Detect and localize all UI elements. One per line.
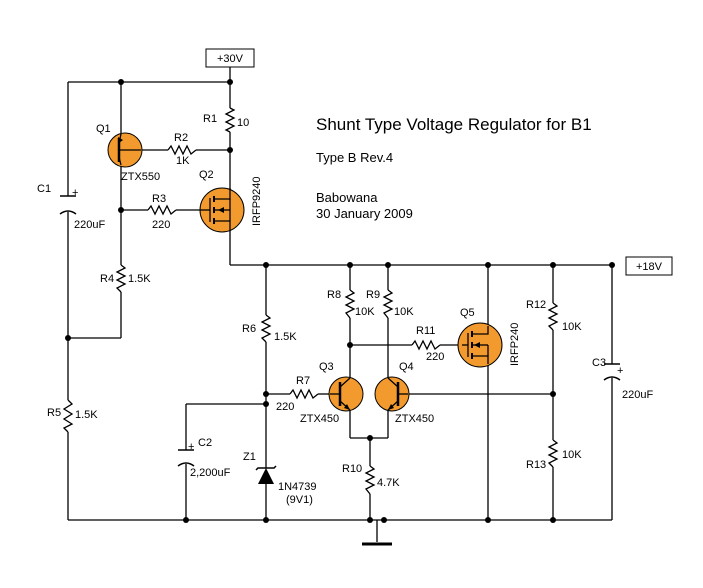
q2-mosfet <box>199 187 245 233</box>
r7-resistor <box>289 388 319 400</box>
r2-ref: R2 <box>174 132 188 144</box>
date-text: 30 January 2009 <box>316 206 413 221</box>
z1-part: 1N4739 <box>278 481 317 493</box>
r1-ref: R1 <box>203 113 217 125</box>
q1-ref: Q1 <box>96 123 111 135</box>
r1-value: 10 <box>237 117 249 129</box>
c1-capacitor: + <box>59 187 78 215</box>
r3-value: 220 <box>152 219 170 231</box>
z1-voltage: (9V1) <box>286 494 313 506</box>
q2-part: IRFP9240 <box>251 176 263 226</box>
r6-ref: R6 <box>242 323 256 335</box>
r8-value: 10K <box>355 306 375 318</box>
r5-value: 1.5K <box>75 409 98 421</box>
q1-transistor <box>107 132 143 168</box>
r10-resistor <box>364 465 376 495</box>
rail-v18: +18V <box>625 256 673 276</box>
r9-resistor <box>382 289 394 319</box>
q4-transistor <box>374 376 410 412</box>
c2-value: 2,200uF <box>190 467 231 479</box>
r4-value: 1.5K <box>128 273 151 285</box>
r2-value: 1K <box>176 155 190 167</box>
r4-resistor <box>115 264 127 293</box>
c3-capacitor: + <box>603 363 623 381</box>
r6-resistor <box>260 314 272 343</box>
q3-part: ZTX450 <box>300 413 339 425</box>
r9-value: 10K <box>394 306 414 318</box>
svg-text:+: + <box>617 365 623 377</box>
r4-ref: R4 <box>100 273 114 285</box>
wires <box>67 67 613 546</box>
r11-ref: R11 <box>416 325 435 337</box>
r13-resistor <box>547 439 559 468</box>
labels: Q1 ZTX550 Q2 IRFP9240 Q3 ZTX450 Q4 ZTX45… <box>37 113 653 506</box>
r11-resistor <box>411 339 441 351</box>
r13-ref: R13 <box>526 459 546 471</box>
r11-value: 220 <box>426 351 444 363</box>
capacitors: + + + <box>59 187 623 467</box>
q4-ref: Q4 <box>399 361 414 373</box>
q5-part: IRFP240 <box>509 323 521 366</box>
rail-v30-label: +30V <box>217 53 244 65</box>
q2-ref: Q2 <box>199 169 214 181</box>
svg-text:+: + <box>72 187 78 199</box>
q3-transistor <box>328 376 364 412</box>
q5-ref: Q5 <box>460 307 475 319</box>
c1-value: 220uF <box>74 219 105 231</box>
r2-resistor <box>167 144 197 156</box>
q1-part: ZTX550 <box>121 171 160 183</box>
svg-text:+: + <box>188 441 194 453</box>
diagram-title: Shunt Type Voltage Regulator for B1 <box>316 115 592 134</box>
q5-mosfet <box>457 322 503 368</box>
r10-value: 4.7K <box>377 477 400 489</box>
c2-ref: C2 <box>198 437 212 449</box>
c3-ref: C3 <box>592 357 606 369</box>
q4-part: ZTX450 <box>395 413 434 425</box>
r3-ref: R3 <box>152 193 166 205</box>
rail-v30: +30V <box>205 48 255 68</box>
r5-resistor <box>62 399 74 433</box>
revision-text: Type B Rev.4 <box>316 150 393 165</box>
r7-value: 220 <box>276 401 294 413</box>
rail-v18-label: +18V <box>636 261 663 273</box>
junctions <box>65 79 615 523</box>
r13-value: 10K <box>562 449 582 461</box>
r8-ref: R8 <box>327 289 341 301</box>
q3-ref: Q3 <box>319 361 334 373</box>
resistors <box>62 107 559 495</box>
r12-value: 10K <box>562 321 582 333</box>
z1-zener-diode <box>255 465 277 484</box>
z1-ref: Z1 <box>243 451 256 463</box>
c1-ref: C1 <box>37 183 51 195</box>
r5-ref: R5 <box>47 407 61 419</box>
r8-resistor <box>344 289 356 319</box>
r10-ref: R10 <box>342 463 362 475</box>
c2-capacitor: + <box>177 441 195 467</box>
c3-value: 220uF <box>622 389 653 401</box>
r9-ref: R9 <box>366 289 380 301</box>
r12-ref: R12 <box>526 299 546 311</box>
r1-resistor <box>224 107 236 133</box>
author-text: Babowana <box>316 190 378 205</box>
r6-value: 1.5K <box>274 331 297 343</box>
r12-resistor <box>547 302 559 331</box>
r3-resistor <box>147 204 177 216</box>
r7-ref: R7 <box>296 375 310 387</box>
